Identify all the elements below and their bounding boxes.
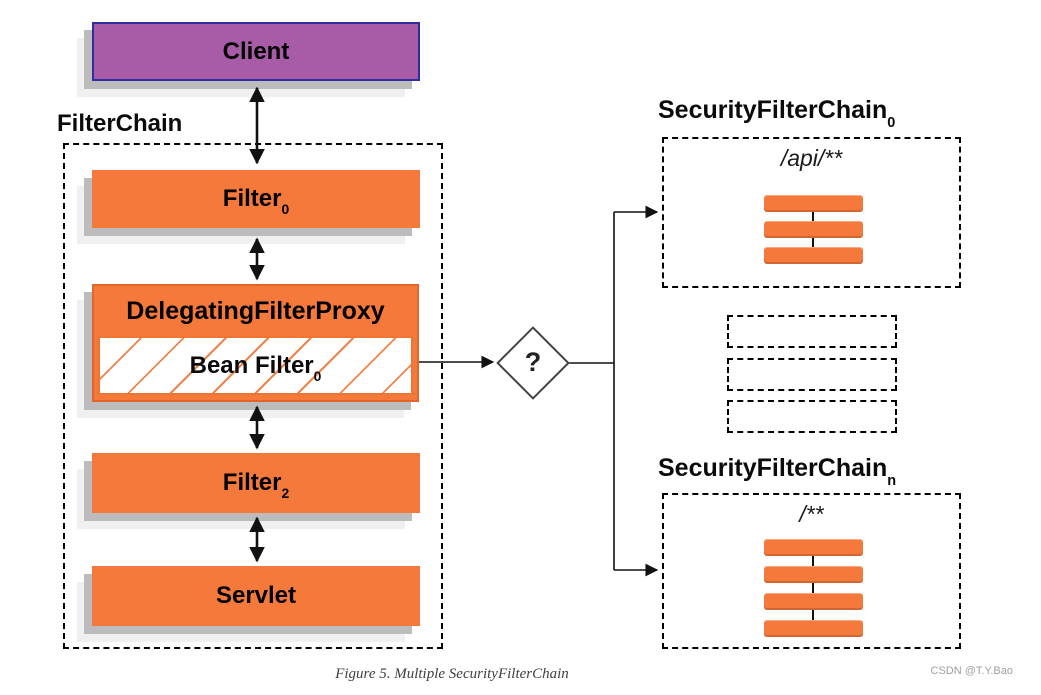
filter-bar <box>764 221 863 238</box>
bean-filter-box: Bean Filter0 <box>98 336 413 395</box>
filterchain-label: FilterChain <box>57 110 183 137</box>
servlet-box: Servlet <box>92 566 420 626</box>
filter-bar <box>764 539 863 556</box>
filter0-subscript: 0 <box>281 201 290 218</box>
client-box: Client <box>92 22 420 81</box>
client-label: Client <box>222 37 290 65</box>
figure-caption: Figure 5. Multiple SecurityFilterChain <box>335 666 569 682</box>
decision-question-label: ? <box>524 346 542 377</box>
placeholder-chain-box <box>727 315 897 348</box>
servlet-label: Servlet <box>215 582 297 609</box>
filter2-subscript: 2 <box>281 485 290 502</box>
filter-bar <box>764 195 863 212</box>
delegating-filter-proxy-box: DelegatingFilterProxy Bean Filter0 <box>92 284 419 402</box>
filter2-label: Filter2 <box>222 469 290 502</box>
security-filter-chain-0-label: SecurityFilterChain0 <box>658 96 896 131</box>
filter0-box: Filter0 <box>92 170 420 228</box>
csdn-watermark: CSDN @T.Y.Bao <box>930 665 1014 677</box>
delegating-filter-proxy-label: DelegatingFilterProxy <box>126 296 385 325</box>
decision-branch-line <box>561 212 615 570</box>
security-filter-chain-0-box: /api/** <box>662 137 961 288</box>
url-pattern-api: /api/** <box>780 145 843 171</box>
bean-filter-label: Bean Filter0 <box>189 351 322 384</box>
url-pattern-all: /** <box>799 501 824 527</box>
filter2-box: Filter2 <box>92 453 420 513</box>
bean-filter-subscript: 0 <box>313 367 322 384</box>
filter0-label: Filter0 <box>222 185 290 218</box>
security-filter-chain-n-label: SecurityFilterChainn <box>658 454 897 489</box>
filter-bar <box>764 566 863 583</box>
filter-bar <box>764 620 863 637</box>
security-filter-chain-n-box: /** <box>662 493 961 649</box>
placeholder-chain-box <box>727 358 897 391</box>
filter-bar-connector <box>812 548 814 630</box>
placeholder-chain-box <box>727 400 897 433</box>
filter-bar <box>764 593 863 610</box>
filter-bar <box>764 247 863 264</box>
security-filter-chain-n-subscript: n <box>887 472 897 489</box>
security-filter-chain-0-subscript: 0 <box>887 114 896 131</box>
